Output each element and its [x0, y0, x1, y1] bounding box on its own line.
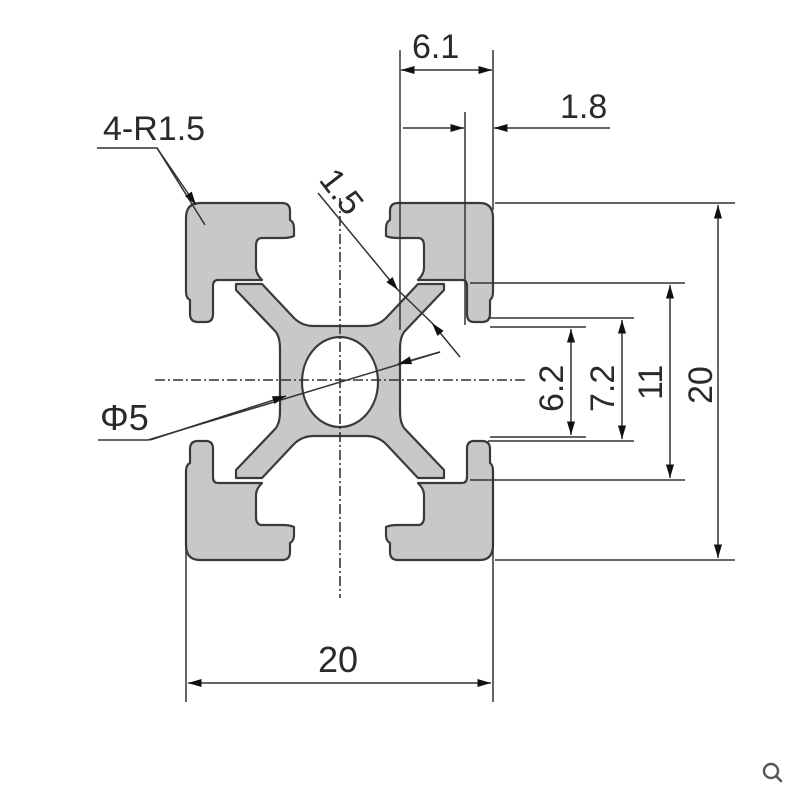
dim-width-label: 20	[318, 639, 358, 680]
dim-web-thickness-label: 1.5	[312, 162, 371, 223]
dim-height-label: 20	[682, 366, 720, 404]
center-lines	[155, 198, 525, 598]
dim-wall-thickness-label: 1.8	[560, 88, 607, 126]
zoom-magnifier-button[interactable]	[758, 758, 788, 788]
dimension-lines	[97, 50, 735, 702]
corner-bottom-left	[184, 439, 296, 562]
dim-slot-width-label: 6.1	[412, 28, 459, 66]
dim-inner-slot-6-2-label: 6.2	[533, 365, 571, 412]
dim-center-hole-label: Φ5	[100, 397, 149, 438]
corner-top-left	[184, 201, 296, 324]
corner-bottom-right	[384, 439, 495, 562]
corner-top-right	[384, 201, 495, 324]
dim-corner-radius-label: 4-R1.5	[103, 110, 205, 148]
dim-slot-11-label: 11	[632, 365, 670, 400]
magnifier-icon	[762, 762, 783, 783]
dim-slot-7-2-label: 7.2	[584, 365, 622, 412]
